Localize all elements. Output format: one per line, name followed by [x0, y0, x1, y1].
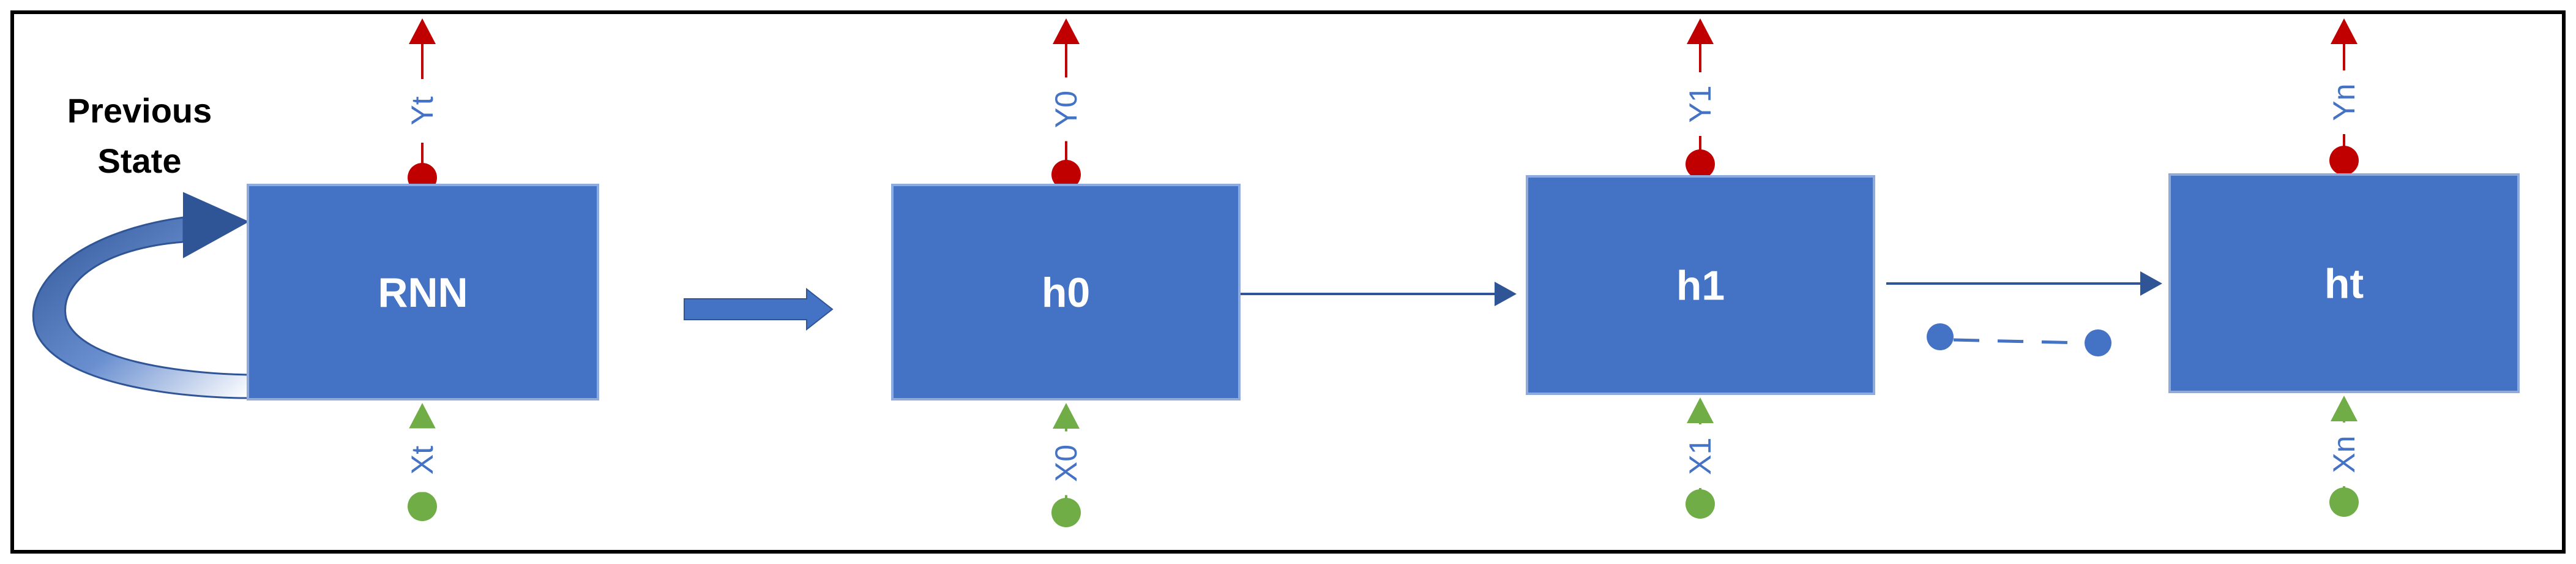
node-box — [1526, 175, 1875, 395]
input-label-backing — [1684, 424, 1716, 488]
output-label: Y0 — [1049, 91, 1083, 128]
output-arrow-head — [2331, 18, 2358, 44]
output-label: Yn — [2327, 83, 2361, 121]
output-arrow-head — [1053, 18, 1080, 44]
output-dot — [1686, 149, 1715, 179]
output-arrow-head — [409, 18, 436, 44]
input-arrow-head — [2331, 396, 2358, 421]
connector-h0-h1 — [1239, 282, 1517, 306]
input-label-backing — [2328, 423, 2360, 486]
unroll-block-arrow — [684, 287, 834, 331]
node-box — [891, 184, 1241, 400]
input-arrow-head — [409, 403, 436, 429]
node-label: h1 — [1676, 263, 1725, 309]
input-label-backing — [1050, 431, 1082, 495]
input-label: Xn — [2327, 435, 2361, 473]
node-label: RNN — [378, 269, 468, 316]
ellipsis-dashed-connector — [1927, 323, 2111, 356]
input-label-backing — [406, 428, 438, 492]
output-dot — [2329, 146, 2359, 175]
input-arrow-head — [1687, 397, 1714, 423]
input-dot — [2329, 487, 2359, 517]
output-label-backing — [2328, 70, 2360, 134]
node-box — [2168, 173, 2520, 393]
input-dot — [408, 492, 437, 521]
recurrent-loop-arrow — [32, 192, 250, 399]
input-label: X1 — [1683, 437, 1717, 475]
input-dot — [1051, 498, 1081, 527]
output-label-backing — [1050, 77, 1082, 141]
previous-state-label-line2: State — [98, 141, 182, 180]
node-label: ht — [2324, 261, 2364, 307]
output-arrow-head — [1687, 18, 1714, 44]
input-dot — [1686, 489, 1715, 519]
output-label: Yt — [405, 96, 439, 125]
previous-state-label: Previous — [67, 91, 212, 130]
input-label: X0 — [1049, 445, 1083, 482]
diagram-frame — [10, 10, 2566, 554]
node-label: h0 — [1042, 269, 1090, 316]
node-box — [247, 184, 599, 400]
output-label: Y1 — [1683, 85, 1717, 122]
output-label-backing — [406, 79, 438, 143]
output-label-backing — [1684, 72, 1716, 136]
connector-h1-ht — [1886, 271, 2162, 296]
input-label: Xt — [405, 446, 439, 475]
input-arrow-head — [1053, 403, 1080, 429]
output-dot — [1051, 160, 1081, 189]
